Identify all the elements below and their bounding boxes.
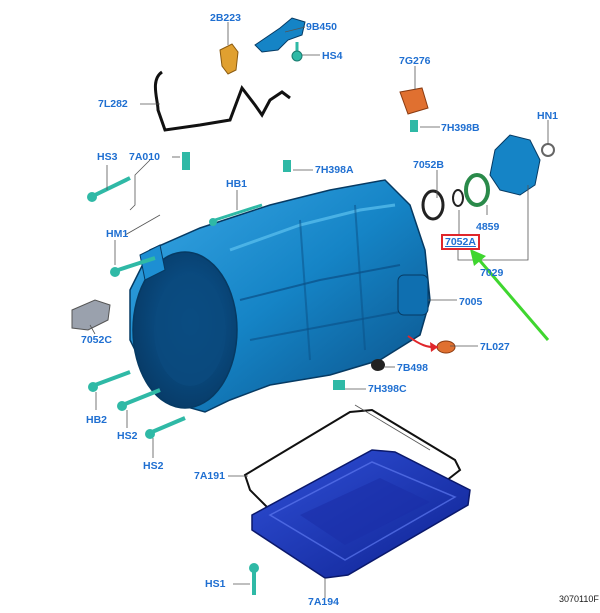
plug-7H398C bbox=[333, 380, 345, 390]
bolt-HS1 bbox=[249, 563, 259, 595]
bolt-HS2-lower bbox=[145, 416, 186, 439]
callout-HS1: HS1 bbox=[205, 578, 226, 590]
bolt-HS2-upper bbox=[117, 388, 161, 411]
callout-7H398B: 7H398B bbox=[441, 122, 480, 134]
bracket-7052C bbox=[71, 299, 111, 331]
callout-2B223: 2B223 bbox=[210, 12, 241, 24]
callout-7052C: 7052C bbox=[81, 334, 112, 346]
transmission-case-7005 bbox=[129, 179, 431, 413]
seal-7G276 bbox=[399, 87, 429, 115]
callout-7H398A: 7H398A bbox=[315, 164, 354, 176]
callout-HB2: HB2 bbox=[86, 414, 108, 426]
green-arrowhead bbox=[470, 249, 486, 266]
seal-7052B bbox=[421, 189, 445, 221]
seal-7L027 bbox=[436, 340, 456, 354]
leader-lines bbox=[89, 22, 549, 598]
callout-HS4: HS4 bbox=[322, 50, 343, 62]
harness-7L282 bbox=[153, 70, 291, 132]
seal-7B498 bbox=[371, 359, 385, 371]
callout-7A191: 7A191 bbox=[194, 470, 225, 482]
callout-7A194: 7A194 bbox=[308, 596, 339, 608]
bolt-HB1 bbox=[209, 203, 263, 226]
callout-9B450: 9B450 bbox=[306, 21, 337, 33]
callout-7A010: 7A010 bbox=[129, 151, 160, 163]
callout-HS3: HS3 bbox=[97, 151, 118, 163]
output-housing bbox=[489, 134, 555, 196]
clip-7H398B bbox=[410, 120, 418, 132]
bolt-HS3 bbox=[87, 176, 131, 202]
callout-7L027: 7L027 bbox=[480, 341, 510, 353]
callout-HN1: HN1 bbox=[537, 110, 559, 122]
callout-HS2-upper: HS2 bbox=[117, 430, 138, 442]
callout-7B498: 7B498 bbox=[397, 362, 428, 374]
red-arrowhead bbox=[430, 342, 438, 352]
oil-pan-7A194 bbox=[251, 449, 471, 579]
callout-4859: 4859 bbox=[476, 221, 500, 233]
bracket-9B450 bbox=[254, 17, 306, 53]
callout-HS2-lower: HS2 bbox=[143, 460, 164, 472]
callout-HB1: HB1 bbox=[226, 178, 248, 190]
bracket-2B223 bbox=[219, 43, 239, 75]
figure-code: 3070110F bbox=[559, 594, 599, 604]
callout-7005: 7005 bbox=[459, 296, 483, 308]
callout-7L282: 7L282 bbox=[98, 98, 128, 110]
seal-ring-4859 bbox=[464, 173, 490, 207]
callout-7H398C: 7H398C bbox=[368, 383, 407, 395]
sensor-7A010 bbox=[182, 152, 190, 170]
callout-HM1: HM1 bbox=[106, 228, 129, 240]
bolt-HB2 bbox=[88, 370, 131, 392]
bolt-HS4 bbox=[291, 42, 303, 62]
callout-7052B: 7052B bbox=[413, 159, 444, 171]
callout-7052A-highlighted: 7052A bbox=[441, 234, 480, 250]
clip-7H398A bbox=[283, 160, 291, 172]
green-callout-arrow bbox=[473, 254, 550, 341]
bolt-HM1 bbox=[110, 256, 156, 277]
ring-7052A bbox=[452, 189, 464, 207]
callout-7029: 7029 bbox=[480, 267, 504, 279]
callout-7G276: 7G276 bbox=[399, 55, 431, 67]
